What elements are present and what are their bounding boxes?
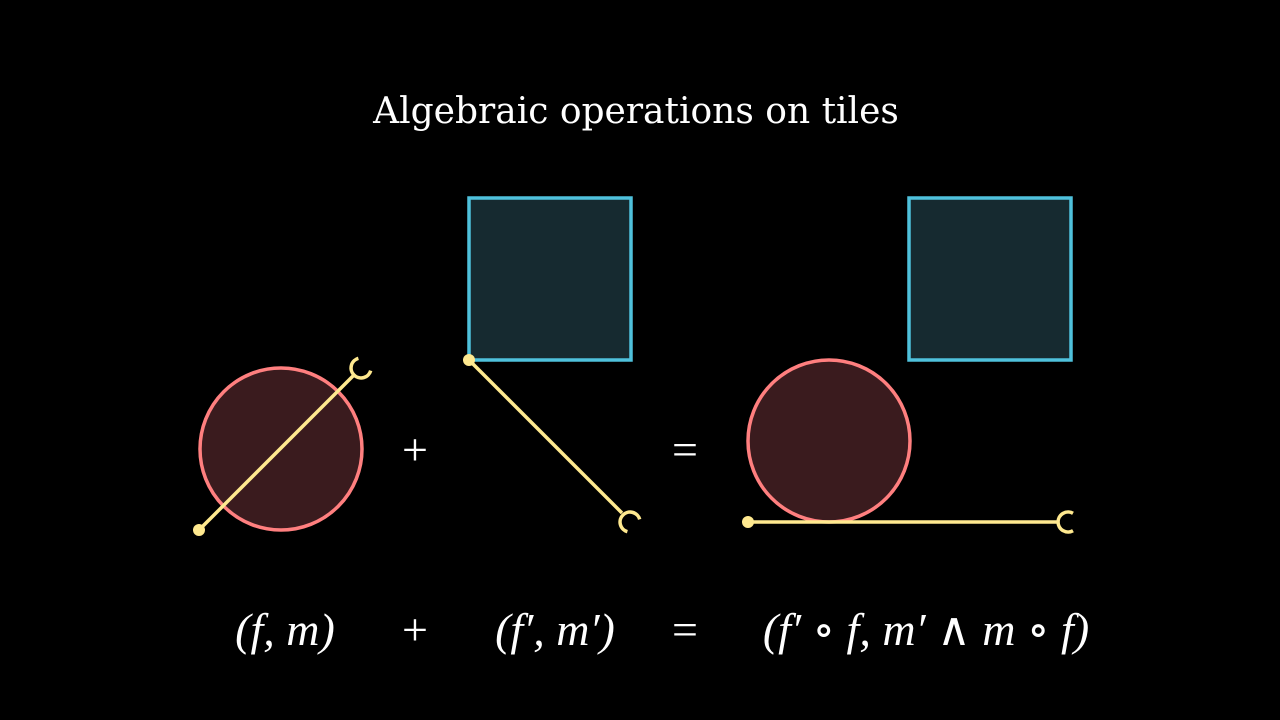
- tile-1: [193, 356, 373, 536]
- tile-2-path: [467, 358, 624, 515]
- formula-right: (f′, m′): [495, 604, 615, 655]
- formula-result: (f′ ∘ f, m′ ∧ m ∘ f): [763, 604, 1089, 655]
- formula-plus: +: [402, 604, 428, 655]
- tile-1-path: [197, 374, 355, 532]
- tile-1-end-hook-icon: [349, 356, 373, 380]
- result-square: [907, 196, 1073, 362]
- tile-2-start-dot: [463, 354, 475, 366]
- result-end-hook-icon: [1056, 510, 1074, 534]
- formula-left: (f, m): [235, 604, 335, 655]
- tile-1-start-dot: [193, 524, 205, 536]
- diagram-title: Algebraic operations on tiles: [372, 91, 899, 132]
- result-tile: [742, 196, 1074, 534]
- result-circle: [746, 358, 912, 524]
- tile-2: [463, 196, 642, 534]
- result-start-dot: [742, 516, 754, 528]
- tile-2-square: [467, 196, 633, 362]
- formula-equals: =: [672, 604, 698, 655]
- plus-operator: +: [402, 424, 428, 475]
- tile-2-end-hook-icon: [618, 510, 642, 534]
- equals-operator: =: [672, 424, 698, 475]
